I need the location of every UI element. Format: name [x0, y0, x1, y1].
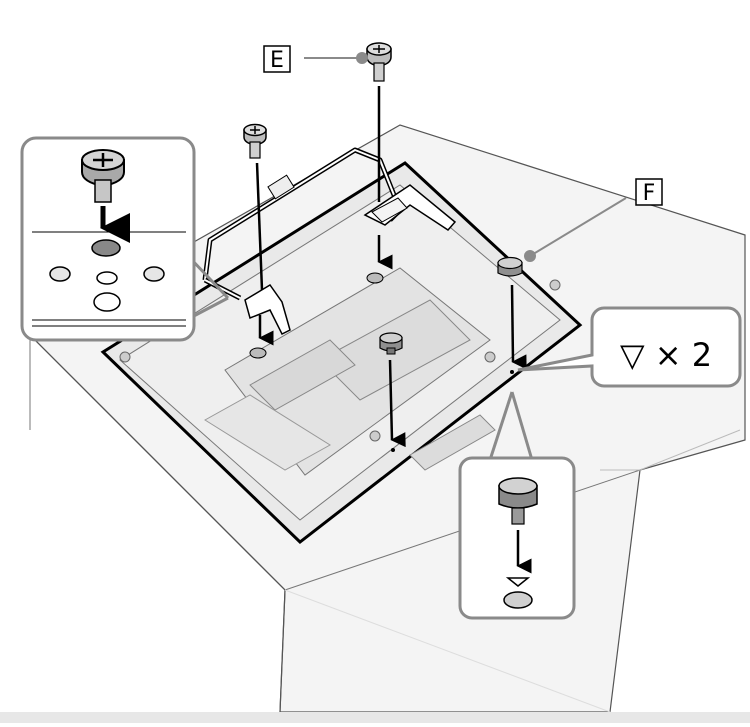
screw-icon [81, 149, 125, 203]
arrow-shaft [255, 162, 264, 291]
screw-icon [243, 123, 267, 159]
part-label-e: E [263, 45, 368, 73]
arrow-down-icon [510, 284, 527, 370]
svg-text:E: E [270, 48, 284, 73]
spacer-icon [497, 256, 523, 277]
arrow-down-icon [388, 359, 406, 448]
spacer-icon [498, 477, 538, 525]
footer-band [0, 712, 750, 723]
mark-hole [510, 370, 514, 374]
mark-hole [391, 448, 395, 452]
screw-hole [366, 272, 384, 284]
part-label-f: F [524, 178, 663, 262]
detail-inset-spacer [458, 391, 576, 620]
screw-icon [366, 42, 392, 82]
stand-frame [202, 147, 403, 301]
spacer-icon [379, 332, 403, 355]
bracket-left [244, 283, 291, 336]
triangle-mark-icon [505, 577, 531, 587]
detail-inset-screw [20, 136, 230, 342]
svg-text:▽ × 2: ▽ × 2 [620, 336, 712, 374]
quantity-callout: ▽ × 2 [517, 306, 742, 388]
svg-text:F: F [643, 181, 656, 206]
bracket-right [363, 184, 457, 231]
screw-hole [249, 347, 267, 359]
